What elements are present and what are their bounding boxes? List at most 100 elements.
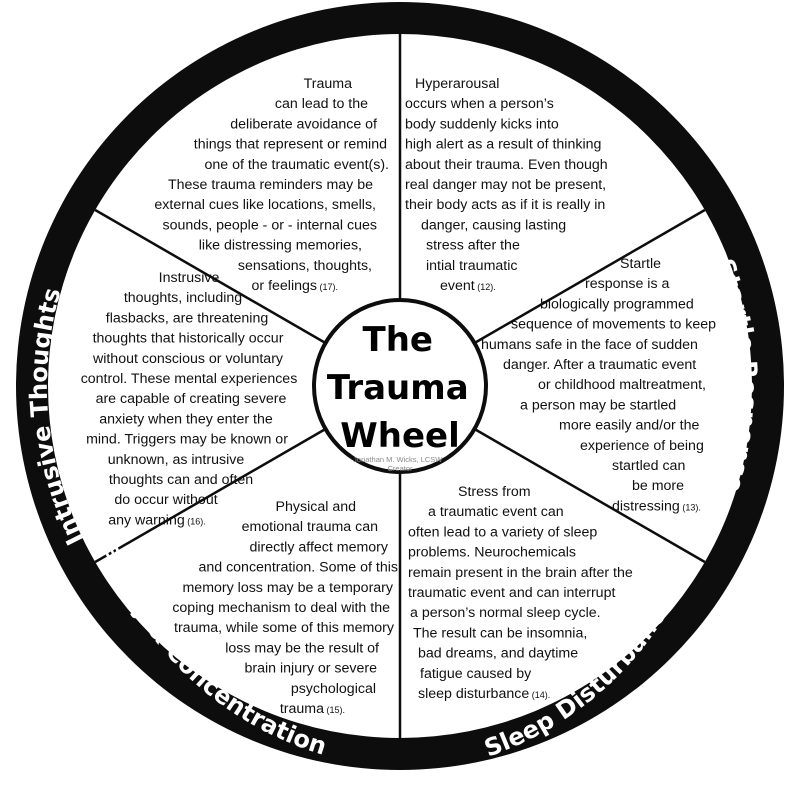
segment-line: sequence of movements to keep	[511, 317, 716, 333]
segment-line: memory loss may be a temporary	[182, 580, 393, 596]
segment-line: mind. Triggers may be known or	[86, 432, 288, 448]
segment-line: a person may be startled	[520, 397, 676, 413]
segment-line: brain injury or severe	[245, 661, 378, 677]
segment-line: sounds, people - or - internal cues	[162, 217, 377, 233]
segment-line: can lead to the	[275, 96, 368, 112]
segment-line: Stress from	[458, 484, 531, 500]
segment-line: coping mechanism to deal with the	[172, 600, 390, 616]
segment-line: things that represent or remind	[194, 137, 387, 153]
segment-line: about their trauma. Even though	[405, 157, 608, 173]
segment-line: their body acts as if it is really in	[405, 197, 605, 213]
segment-line: without conscious or voluntary	[92, 351, 284, 367]
segment-line: stress after the	[426, 238, 520, 254]
segment-line: and concentration. Some of this	[198, 560, 398, 576]
segment-line: sleep disturbance (14).	[418, 686, 550, 702]
segment-line: directly affect memory	[249, 539, 388, 555]
citation-number: (15).	[324, 705, 345, 715]
segment-line: thoughts can and often	[109, 472, 253, 488]
segment-line: trauma, while some of this memory	[174, 620, 395, 636]
segment-line: control. These mental experiences	[81, 371, 298, 387]
segment-line: response is a	[585, 276, 669, 292]
segment-line: sensations, thoughts,	[238, 258, 372, 274]
segment-line: deliberate avoidance of	[230, 116, 377, 132]
segment-line: real danger may not be present,	[405, 177, 606, 193]
segment-paragraph-memory-concentration: Physical and emotional trauma can directly…	[172, 499, 398, 717]
segment-line: Instrusive	[159, 270, 220, 286]
segment-line: psychological	[291, 681, 376, 697]
segment-line: like distressing memories,	[199, 238, 362, 254]
wheel-title: The Trauma Wheel	[327, 320, 473, 456]
segment-line: do occur without	[114, 492, 217, 508]
segment-paragraph-avoidance: Trauma can lead to the deliberate avoidanc…	[154, 76, 389, 294]
center-hub	[312, 298, 488, 474]
spoke-lower-left	[94, 427, 327, 564]
title-line-2: Trauma	[327, 368, 469, 408]
segment-line: The result can be insomnia,	[413, 625, 587, 641]
segment-line: Physical and	[276, 499, 356, 515]
segment-line: bad dreams, and daytime	[418, 646, 578, 662]
citation-number: (14).	[529, 690, 550, 700]
segment-text-startle-response: Startle response is a biologically program…	[481, 256, 716, 514]
segment-text-avoidance: Trauma can lead to the deliberate avoidanc…	[154, 76, 389, 294]
segment-paragraph-sleep-disturbances: Stress from a traumatic event can often le…	[408, 484, 633, 702]
citation-number: (13).	[680, 502, 701, 512]
segment-line: flasbacks, are threatening	[106, 310, 268, 326]
segment-line: thoughts that historically occur	[93, 331, 284, 347]
segment-line: often lead to a variety of sleep	[408, 524, 597, 540]
creator-name: Jonathan M. Wicks, LCSW	[353, 455, 443, 464]
citation-number: (12).	[475, 282, 496, 292]
segment-line: distressing (13).	[612, 498, 701, 514]
segment-line: danger, causing lasting	[421, 217, 566, 233]
segment-text-sleep-disturbances: Stress from a traumatic event can often le…	[408, 484, 633, 702]
segment-paragraph-intrusive-thoughts: Instrusive thoughts, including flasbacks, …	[81, 270, 298, 528]
wheel-spokes	[94, 34, 706, 738]
segment-line: a person’s normal sleep cycle.	[410, 605, 601, 621]
segment-line: occurs when a person’s	[405, 96, 554, 112]
segment-line: any warning (16).	[108, 512, 206, 528]
segment-line: biologically programmed	[540, 296, 694, 312]
segment-line: loss may be the result of	[225, 640, 379, 656]
spoke-upper-right	[473, 208, 706, 345]
segment-line: thoughts, including	[124, 290, 242, 306]
segment-line: external cues like locations, smells,	[154, 197, 376, 213]
spoke-lower-right	[473, 427, 706, 564]
segment-line: high alert as a result of thinking	[405, 137, 601, 153]
segment-line: anxiety when they enter the	[99, 411, 273, 427]
title-line-3: Wheel	[340, 416, 459, 456]
segment-line: are capable of creating severe	[96, 391, 287, 407]
title-line-1: The	[363, 320, 433, 360]
creator-role: Creator	[387, 464, 413, 473]
citation-number: (16).	[185, 516, 206, 526]
segment-line: danger. After a traumatic event	[503, 357, 696, 373]
segment-paragraph-startle-response: Startle response is a biologically program…	[481, 256, 716, 514]
segment-line: These trauma reminders may be	[168, 177, 373, 193]
segment-line: event (12).	[440, 278, 496, 294]
citation-number: (17).	[317, 282, 338, 292]
spoke-upper-left	[94, 208, 327, 345]
segment-line: fatigue caused by	[420, 666, 532, 682]
segment-line: or feelings (17).	[252, 278, 338, 294]
segment-line: Startle	[620, 256, 661, 272]
segment-line: emotional trauma can	[242, 519, 378, 535]
segment-line: Hyperarousal	[415, 76, 499, 92]
segment-line: intial traumatic	[426, 258, 517, 274]
segment-line: unknown, as intrusive	[108, 452, 245, 468]
segment-line: a traumatic event can	[428, 504, 564, 520]
segment-line: remain present in the brain after the	[408, 565, 633, 581]
segment-line: more easily and/or the	[559, 418, 699, 434]
segment-line: startled can	[612, 458, 685, 474]
segment-line: or childhood maltreatment,	[538, 377, 706, 393]
creator-credit: Jonathan M. Wicks, LCSW Creator	[353, 449, 447, 473]
segment-line: humans safe in the face of sudden	[481, 337, 698, 353]
segment-line: Trauma	[304, 76, 352, 92]
segment-line: one of the traumatic event(s).	[204, 157, 389, 173]
segment-text-memory-concentration: Physical and emotional trauma can directly…	[172, 499, 398, 717]
segment-line: experience of being	[580, 438, 704, 454]
segment-line: trauma (15).	[280, 701, 345, 717]
segment-text-intrusive-thoughts: Instrusive thoughts, including flasbacks, …	[81, 270, 298, 528]
segment-line: traumatic event and can interrupt	[408, 585, 615, 601]
segment-line: be more	[632, 478, 684, 494]
